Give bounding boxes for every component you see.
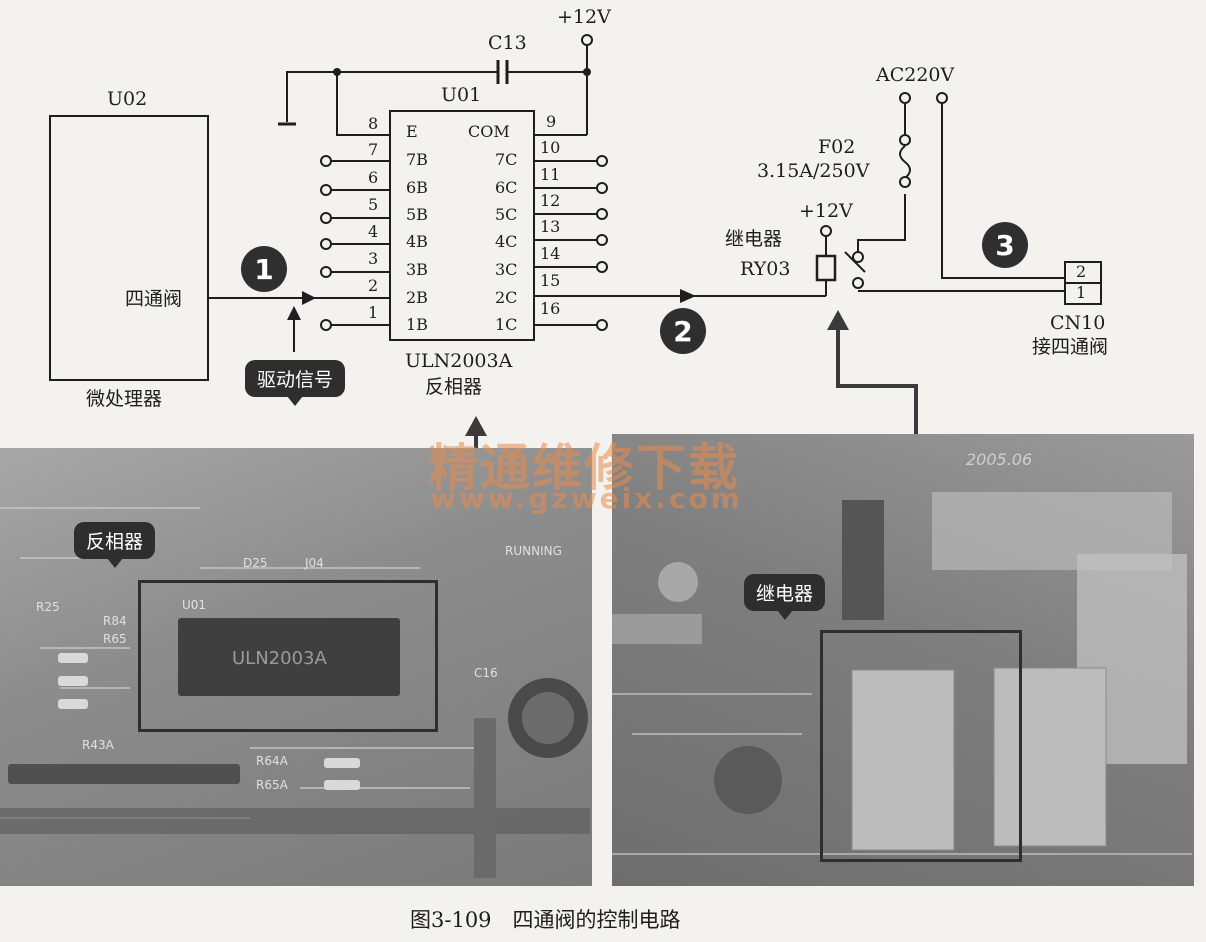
u02-box [49,115,209,381]
pin-label: 5C [495,205,518,224]
pin-num: 16 [540,299,561,318]
pcb-label-j04: J04 [305,556,324,570]
pin-label: 5B [406,205,428,224]
cn10-pin2: 2 [1076,262,1087,281]
pcb-label-r65: R65 [103,632,127,646]
pin-num: 7 [368,140,379,159]
pin-num: 4 [368,222,379,241]
drive-signal-tag: 驱动信号 [245,360,346,406]
pcb-label-d25: D25 [243,556,268,570]
inverter-highlight-box [138,580,438,732]
pin-num: 1 [368,303,379,322]
relay-label: 继电器 [725,228,783,250]
u01-box [389,110,535,341]
pin-num: 9 [546,112,557,131]
pin-num: 3 [368,249,379,268]
pin-num: 13 [540,217,561,236]
pin-label: E [406,122,418,141]
uln2003a-chip [178,618,400,696]
ac-label: AC220V [876,64,955,86]
u02-name: U02 [107,88,148,110]
pin-num: 12 [540,191,561,210]
pin-num: 10 [540,138,561,157]
pin-label: 3B [406,260,428,279]
cn10-name: CN10 [1050,312,1106,334]
pcb-components [612,492,1192,855]
pin-label: 1B [406,315,428,334]
pin-num: 11 [540,165,561,184]
cn10-pin1: 1 [1076,283,1087,302]
pcb-date-label: 2005.06 [966,450,1033,469]
pin-label: 2B [406,288,428,307]
photo-inverter-board: ULN2003A U01 D25 J04 R25 R84 R65 C16 R43… [0,448,592,886]
pcb-label-r84: R84 [103,614,127,628]
vcc-top-label: +12V [557,6,611,28]
pin-label: 6C [495,178,518,197]
u01-model: ULN2003A [405,350,513,372]
pcb-label-c16: C16 [474,666,498,680]
relay-tag: 继电器 [744,574,826,620]
inverter-tag: 反相器 [74,522,156,568]
fuse-name: F02 [818,136,856,158]
pin-label: 6B [406,178,428,197]
step-1-marker: 1 [241,246,287,292]
relay-vcc: +12V [799,200,853,222]
u01-caption: 反相器 [425,376,483,398]
u02-signal-label: 四通阀 [125,288,183,310]
watermark-title: 精通维修下载 [428,439,740,497]
relay-highlight-box [820,630,1022,862]
fuse-rating: 3.15A/250V [757,160,870,182]
relay-name: RY03 [740,258,791,280]
pcb-label-u01: U01 [182,598,207,612]
pin-num: 14 [540,244,561,263]
pin-label: 7B [406,150,428,169]
photo-relay-board: 2005.06 [612,434,1194,886]
c13-label: C13 [488,32,527,54]
pin-label: 4B [406,232,428,251]
u01-name: U01 [441,84,482,106]
pcb-label-running: RUNNING [505,544,562,558]
pin-label: 2C [495,288,518,307]
chip-marking: ULN2003A [232,648,327,669]
pin-label: COM [468,122,510,141]
figure-caption: 图3-109 四通阀的控制电路 [410,908,681,932]
pcb-label-r25: R25 [36,600,60,614]
pin-label: 3C [495,260,518,279]
pin-num: 5 [368,195,379,214]
pin-label: 1C [495,315,518,334]
pcb-label-r64a: R64A [256,754,288,768]
pcb-label-r65a: R65A [256,778,288,792]
step-3-marker: 3 [982,222,1028,268]
pin-num: 15 [540,271,561,290]
pcb-traces [0,507,590,878]
watermark-url: www.gzweix.com [430,482,743,515]
pcb-label-r43a: R43A [82,738,114,752]
pin-num: 8 [368,114,379,133]
pin-label: 4C [495,232,518,251]
step-2-marker: 2 [660,308,706,354]
u02-caption: 微处理器 [86,388,163,410]
pin-num: 6 [368,168,379,187]
pin-num: 2 [368,276,379,295]
pin-label: 7C [495,150,518,169]
cn10-caption: 接四通阀 [1032,336,1109,358]
